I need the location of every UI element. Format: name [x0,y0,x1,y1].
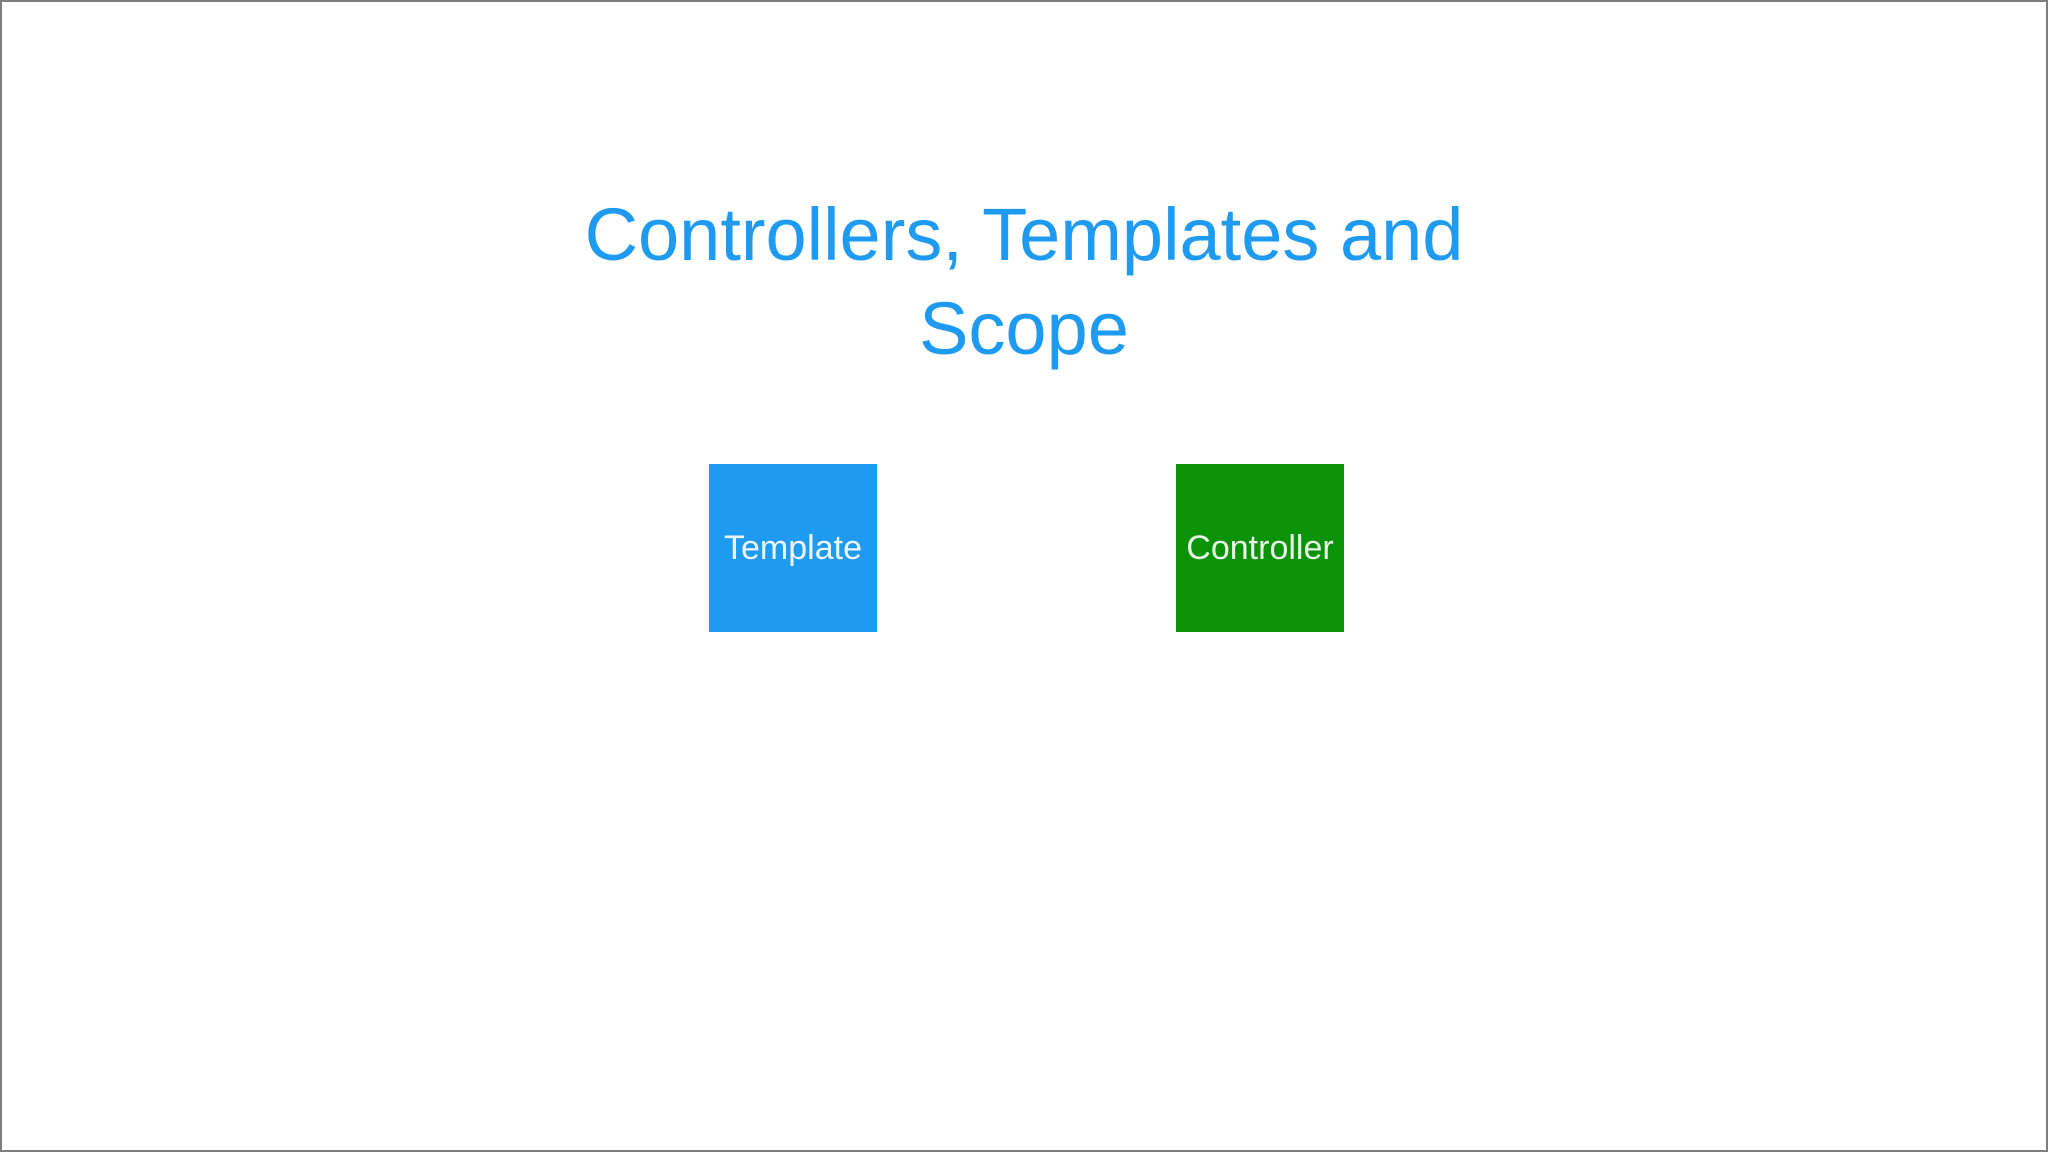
slide-title: Controllers, Templates and Scope [584,193,1464,370]
template-box: Template [709,464,877,632]
controller-box-label: Controller [1186,529,1334,567]
template-box-label: Template [724,529,862,567]
controller-box: Controller [1176,464,1344,632]
